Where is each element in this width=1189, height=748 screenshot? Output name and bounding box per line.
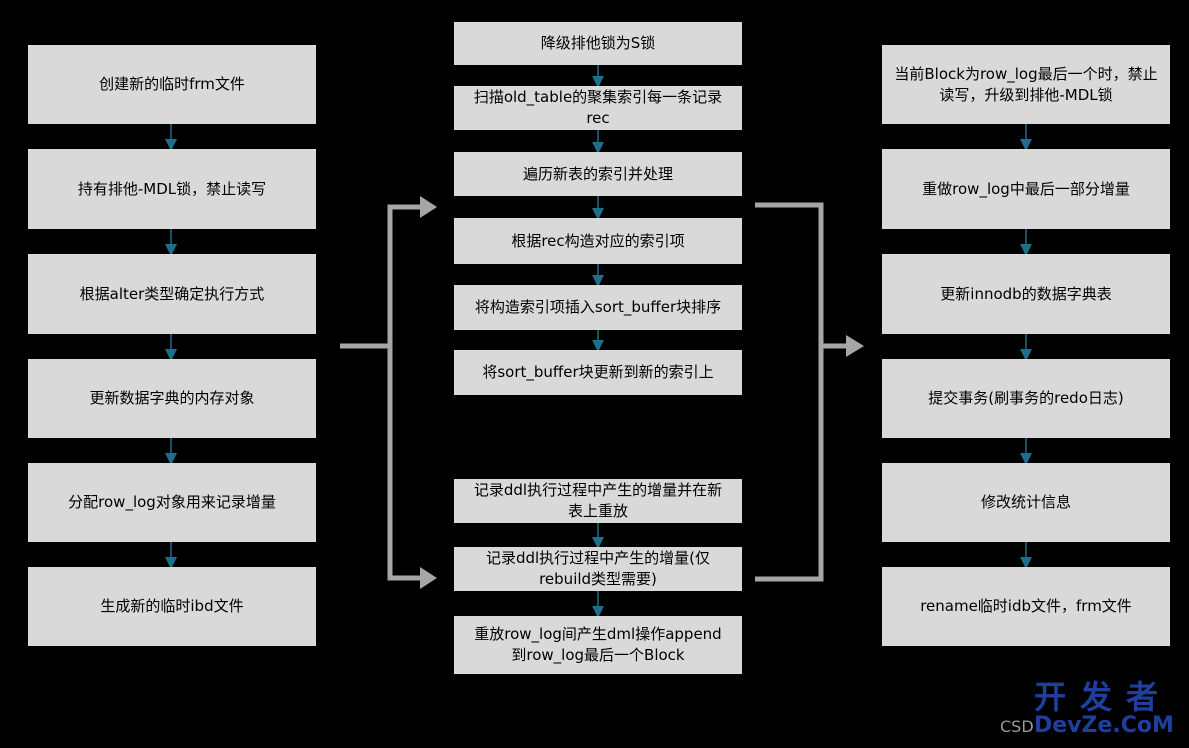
middle-step-6: 将sort_buffer块更新到新的索引上 [454, 350, 742, 395]
watermark-main: 开发者 [1034, 678, 1173, 716]
right-step-3: 更新innodb的数据字典表 [882, 254, 1170, 334]
right-step-4: 提交事务(刷事务的redo日志) [882, 359, 1170, 438]
branch-arrow-left-heads [420, 196, 437, 589]
merge-arrow-right-head [846, 335, 864, 357]
left-step-2: 持有排他-MDL锁，禁止读写 [28, 149, 316, 229]
middle-step-9: 重放row_log间产生dml操作append到row_log最后一个Block [454, 616, 742, 674]
left-step-6: 生成新的临时ibd文件 [28, 567, 316, 646]
middle-step-1: 降级排他锁为S锁 [454, 22, 742, 65]
right-step-6: rename临时idb文件，frm文件 [882, 567, 1170, 646]
middle-step-5: 将构造索引项插入sort_buffer块排序 [454, 285, 742, 330]
middle-step-7: 记录ddl执行过程中产生的增量并在新表上重放 [454, 479, 742, 523]
watermark-sub: DevZe.CoM [1034, 713, 1174, 738]
middle-step-2: 扫描old_table的聚集索引每一条记录rec [454, 86, 742, 130]
middle-step-4: 根据rec构造对应的索引项 [454, 218, 742, 264]
middle-step-3: 遍历新表的索引并处理 [454, 152, 742, 196]
left-step-4: 更新数据字典的内存对象 [28, 359, 316, 438]
branch-arrow-left [340, 204, 423, 581]
left-step-1: 创建新的临时frm文件 [28, 45, 316, 124]
watermark-prefix: CSD [1000, 717, 1034, 736]
merge-arrow-right [755, 202, 848, 582]
middle-step-8: 记录ddl执行过程中产生的增量(仅rebuild类型需要) [454, 547, 742, 591]
left-step-5: 分配row_log对象用来记录增量 [28, 463, 316, 542]
right-step-2: 重做row_log中最后一部分增量 [882, 149, 1170, 229]
right-step-5: 修改统计信息 [882, 463, 1170, 542]
right-step-1: 当前Block为row_log最后一个时，禁止读写，升级到排他-MDL锁 [882, 45, 1170, 124]
left-step-3: 根据alter类型确定执行方式 [28, 254, 316, 334]
